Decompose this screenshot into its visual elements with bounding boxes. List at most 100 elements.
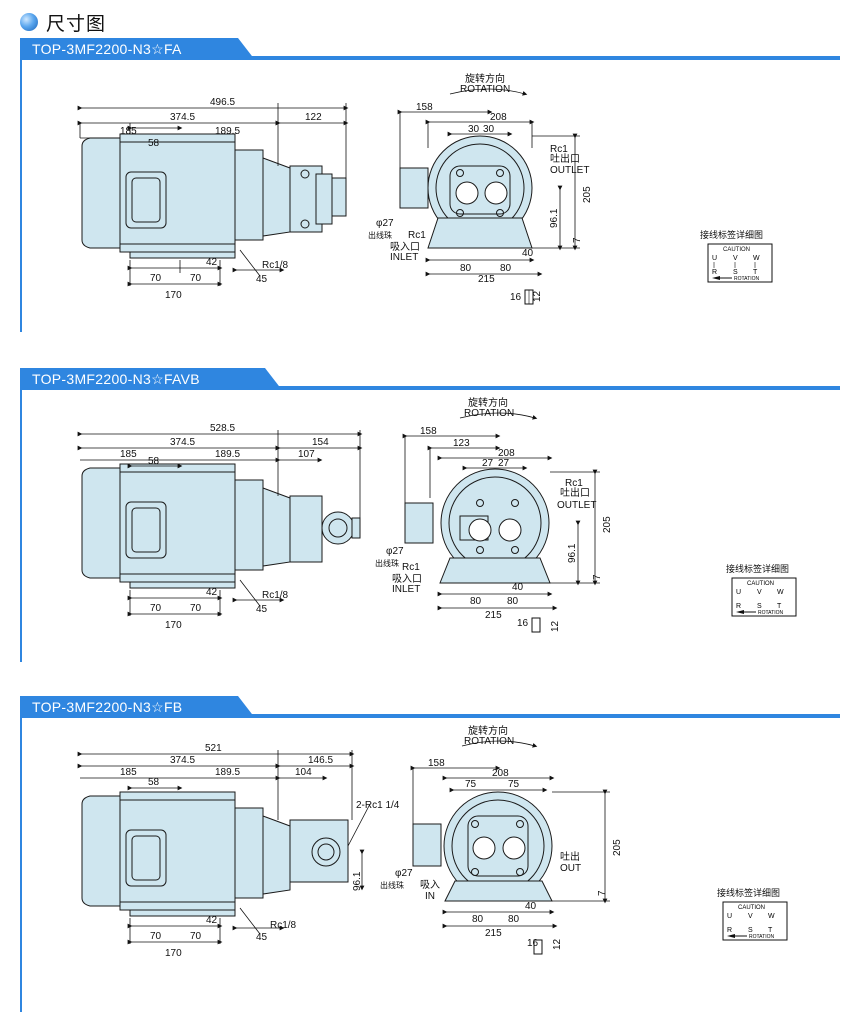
dim-7: 7: [597, 890, 608, 896]
dim-205: 205: [602, 516, 613, 533]
section-fa: TOP-3MF2200-N3☆FA: [20, 38, 840, 338]
dim-107: 107: [298, 449, 315, 460]
section-rule: [20, 56, 840, 60]
outlet-en: OUTLET: [557, 500, 596, 511]
outlet-cn: 吐出口: [560, 486, 590, 499]
wiring-title: 接线标签详细图: [717, 887, 780, 898]
dim-16: 16: [510, 292, 522, 303]
dim-104: 104: [295, 767, 312, 778]
dim-205: 205: [612, 839, 623, 856]
u-label: U: [712, 255, 717, 262]
dim-80b: 80: [507, 596, 519, 607]
dim-70b: 70: [190, 931, 202, 942]
outlet-cn: 吐出口: [550, 152, 580, 165]
dimension-drawing: 521 374.5 146.5 185 189.5 104 58 2-Rc1 1…: [77, 724, 788, 959]
phi27-label: φ27: [376, 218, 394, 229]
dim-158: 158: [416, 102, 433, 113]
dim-27a: 27: [482, 458, 494, 469]
model-label: TOP-3MF2200-N3☆FAVB: [32, 371, 200, 387]
outlet-rc: Rc1: [565, 478, 583, 489]
dim-96: 96.1: [549, 208, 560, 228]
rotation-en: ROTATION: [460, 84, 510, 95]
outlet-cn: 吐出: [560, 850, 580, 863]
dim-215: 215: [485, 610, 502, 621]
dim-7: 7: [592, 574, 603, 580]
dim-70a: 70: [150, 931, 162, 942]
dim-170: 170: [165, 620, 182, 631]
dim-215: 215: [485, 928, 502, 939]
w-label: W: [753, 255, 760, 262]
wiring-title: 接线标签详细图: [726, 563, 789, 574]
inlet-cn: 吸入口: [390, 242, 420, 253]
s-label: S: [757, 603, 762, 610]
dim-12: 12: [532, 290, 543, 302]
dim-80b: 80: [500, 263, 512, 274]
dim-45: 45: [256, 932, 268, 943]
s-label: S: [748, 927, 753, 934]
dim-27b: 27: [498, 458, 510, 469]
inlet-en: INLET: [392, 584, 420, 595]
dim-189: 189.5: [215, 767, 240, 778]
dim-146: 146.5: [308, 755, 333, 766]
phi27-label: φ27: [395, 868, 413, 879]
r-label: R: [712, 269, 717, 276]
caution-text: CAUTION: [723, 247, 750, 253]
dim-96: 96.1: [352, 871, 363, 891]
key-slot-icon: [533, 939, 543, 955]
dim-96: 96.1: [567, 543, 578, 563]
caution-text: CAUTION: [738, 905, 765, 911]
rc18-label: Rc1/8: [262, 590, 289, 601]
rotation-cn: 旋转方向: [468, 396, 508, 409]
dim-123: 123: [453, 438, 470, 449]
dim-40: 40: [522, 248, 534, 259]
wiring-label: 接线标签详细图 CAUTION U V W R S T ROTATION: [717, 887, 788, 941]
u-label: U: [736, 589, 741, 596]
caution-text: CAUTION: [747, 581, 774, 587]
dim-122: 122: [305, 112, 322, 123]
outlet-rc: Rc1: [550, 144, 568, 155]
dim-42: 42: [206, 915, 218, 926]
dim-185: 185: [120, 449, 137, 460]
dim-40: 40: [512, 582, 524, 593]
dim-75b: 75: [508, 779, 520, 790]
dim-58: 58: [148, 777, 160, 788]
wiring-rotation: ROTATION: [749, 934, 774, 940]
rc18-label: Rc1/8: [270, 920, 297, 931]
bullet-icon: [20, 13, 38, 31]
inlet-en: IN: [425, 891, 435, 902]
rc18-label: Rc1/8: [262, 260, 289, 271]
dim-overall: 521: [205, 743, 222, 754]
dim-205: 205: [582, 186, 593, 203]
dim-80a: 80: [460, 263, 472, 274]
dim-58: 58: [148, 456, 160, 467]
rotation-cn: 旋转方向: [468, 724, 508, 737]
rotation-en: ROTATION: [464, 736, 514, 747]
v-label: V: [748, 913, 753, 920]
dim-189: 189.5: [215, 126, 240, 137]
dim-overall: 496.5: [210, 97, 235, 108]
motor-front-view: [399, 135, 533, 249]
motor-front-view: [412, 791, 553, 902]
inlet-en: INLET: [390, 252, 418, 263]
motor-side-view: [81, 463, 361, 589]
outlet-en: OUTLET: [550, 165, 589, 176]
section-side-rule: [20, 386, 22, 662]
dim-12: 12: [550, 620, 561, 632]
dim-374: 374.5: [170, 437, 195, 448]
dim-208: 208: [498, 448, 515, 459]
dim-80a: 80: [472, 914, 484, 925]
motor-front-view: [404, 468, 551, 584]
section-rule: [20, 386, 840, 390]
page-heading: 尺寸图: [20, 10, 106, 35]
dim-75a: 75: [465, 779, 477, 790]
dim-16: 16: [527, 938, 539, 949]
dim-70b: 70: [190, 273, 202, 284]
rc114-label: 2-Rc1 1/4: [356, 800, 400, 811]
dim-42: 42: [206, 587, 218, 598]
v-label: V: [733, 255, 738, 262]
key-slot-icon: [531, 617, 541, 633]
w-label: W: [777, 589, 784, 596]
wiring-label: 接线标签详细图 CAUTION U V W R S T ROTATION: [700, 229, 773, 283]
dim-170: 170: [165, 290, 182, 301]
v-label: V: [757, 589, 762, 596]
